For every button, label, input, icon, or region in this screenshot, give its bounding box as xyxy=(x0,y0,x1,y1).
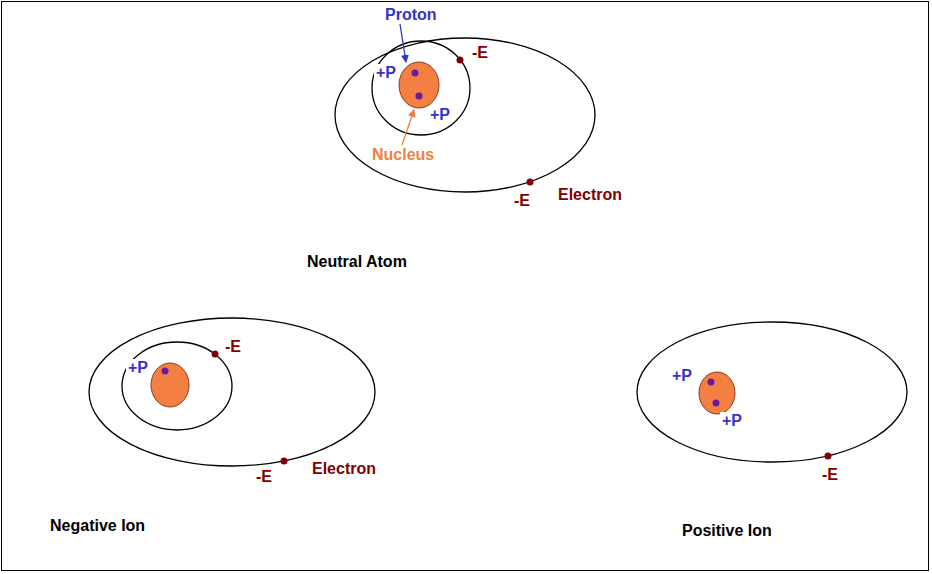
part-label: Electron xyxy=(556,186,624,204)
inner-orbit xyxy=(122,342,232,430)
charge-label: -E xyxy=(470,44,490,62)
charge-label: +P xyxy=(428,106,452,124)
proton-dot xyxy=(416,93,423,100)
charge-label: +P xyxy=(126,359,150,377)
nucleus xyxy=(399,62,439,108)
outer-orbit xyxy=(89,318,375,466)
inner-orbit xyxy=(372,41,470,135)
charge-label: -E xyxy=(254,468,274,486)
nucleus xyxy=(699,372,735,414)
part-label: Nucleus xyxy=(370,146,436,164)
charge-label: -E xyxy=(512,192,532,210)
charge-label: -E xyxy=(820,466,840,484)
outer-orbit xyxy=(335,38,595,192)
electron-dot xyxy=(457,57,464,64)
electron-dot xyxy=(212,351,219,358)
proton-dot xyxy=(412,70,419,77)
charge-label: -E xyxy=(223,338,243,356)
outer-orbit xyxy=(637,322,907,462)
figure-caption: Neutral Atom xyxy=(305,253,409,271)
figure-caption: Negative Ion xyxy=(48,517,147,535)
charge-label: +P xyxy=(720,412,744,430)
figure-caption: Positive Ion xyxy=(680,522,774,540)
electron-dot xyxy=(527,179,534,186)
electron-dot xyxy=(825,453,832,460)
electron-dot xyxy=(281,458,288,465)
proton-dot xyxy=(708,379,715,386)
charge-label: +P xyxy=(670,367,694,385)
proton-dot xyxy=(162,368,169,375)
proton-dot xyxy=(713,400,720,407)
charge-label: +P xyxy=(374,64,398,82)
leader-line xyxy=(402,110,414,145)
nucleus xyxy=(151,363,189,407)
leader-line xyxy=(400,24,406,62)
part-label: Electron xyxy=(310,460,378,478)
part-label: Proton xyxy=(383,6,439,24)
